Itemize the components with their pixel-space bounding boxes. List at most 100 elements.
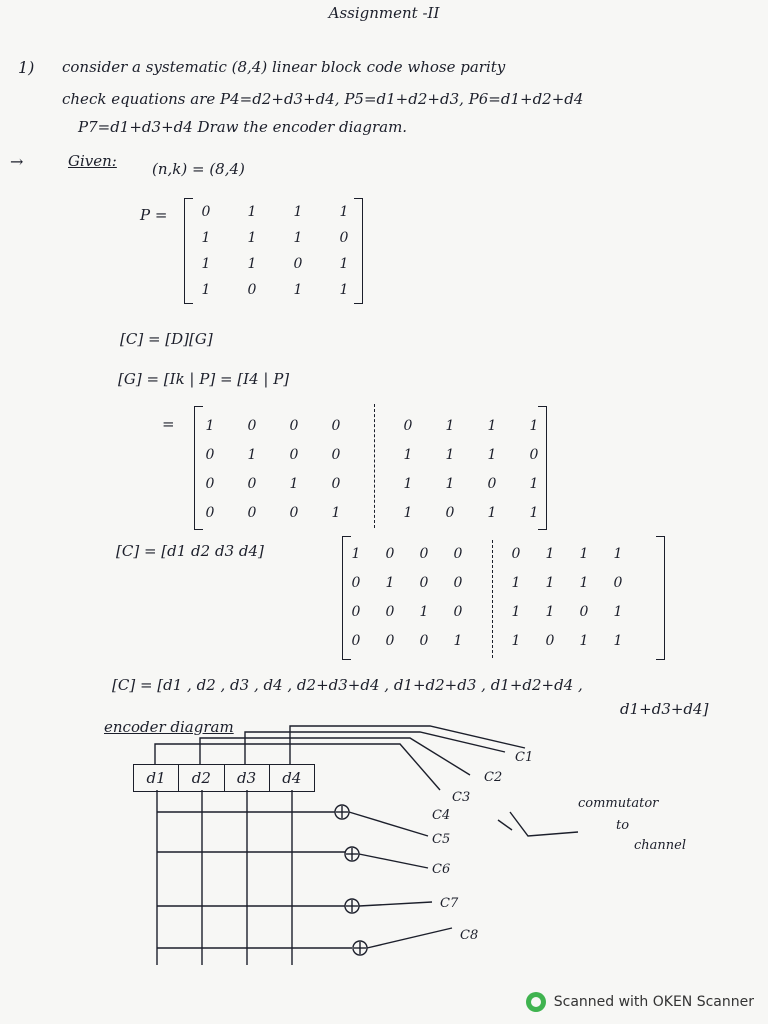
wire-c3 xyxy=(244,731,506,764)
c-cell: 0 xyxy=(579,604,589,620)
p-cell: 1 xyxy=(339,282,349,298)
g-cell: 0 xyxy=(205,476,215,492)
p-cell: 1 xyxy=(293,282,303,298)
c-cell: 1 xyxy=(511,575,521,591)
p-cell: 0 xyxy=(247,282,257,298)
p-cell: 0 xyxy=(293,256,303,272)
c-matrix-right-bracket xyxy=(656,536,665,660)
p-cell: 1 xyxy=(339,256,349,272)
register-cell-d2: d2 xyxy=(179,765,225,791)
c-cell: 1 xyxy=(511,633,521,649)
g-cell: 0 xyxy=(445,505,455,521)
given-nk: (n,k) = (8,4) xyxy=(152,160,245,178)
given-label: Given: xyxy=(68,152,117,170)
g-cell: 0 xyxy=(331,447,341,463)
p-cell: 1 xyxy=(201,282,211,298)
g-cell: 1 xyxy=(487,505,497,521)
c-cell: 1 xyxy=(511,604,521,620)
equation-generator: [G] = [Ik | P] = [I4 | P] xyxy=(118,370,290,388)
p-cell: 1 xyxy=(339,204,349,220)
question-line-3: P7=d1+d3+d4 Draw the encoder diagram. xyxy=(78,118,408,136)
g-cell: 0 xyxy=(205,447,215,463)
c-result-line-2: d1+d3+d4] xyxy=(620,700,709,718)
question-line-2: check equations are P4=d2+d3+d4, P5=d1+d… xyxy=(62,90,584,108)
question-number: 1) xyxy=(18,58,35,77)
p-matrix-left-bracket xyxy=(184,198,193,304)
commutator-label: commutator xyxy=(578,796,659,811)
p-cell: 1 xyxy=(247,230,257,246)
p-cell: 1 xyxy=(247,256,257,272)
c-matrix-left-bracket xyxy=(342,536,351,660)
register-cell-d4: d4 xyxy=(282,769,302,787)
c-cell: 0 xyxy=(453,575,463,591)
g-cell: 1 xyxy=(487,418,497,434)
output-c1: C1 xyxy=(515,750,534,765)
c-cell: 0 xyxy=(545,633,555,649)
c-cell: 1 xyxy=(579,546,589,562)
g-cell: 1 xyxy=(529,476,539,492)
c-cell: 1 xyxy=(385,575,395,591)
c-cell: 1 xyxy=(579,575,589,591)
g-cell: 0 xyxy=(403,418,413,434)
wire-c4 xyxy=(289,725,526,764)
scanner-watermark-text: Scanned with OKEN Scanner xyxy=(553,994,754,1010)
p-cell: 0 xyxy=(339,230,349,246)
g-cell: 0 xyxy=(247,476,257,492)
p-cell: 1 xyxy=(293,230,303,246)
c-cell: 0 xyxy=(419,575,429,591)
wire-c1 xyxy=(154,743,441,791)
c-equation-label: [C] = [d1 d2 d3 d4] xyxy=(116,542,264,560)
p-cell: 1 xyxy=(201,256,211,272)
g-cell: 1 xyxy=(529,418,539,434)
output-c8: C8 xyxy=(460,928,479,943)
g-matrix-right-bracket xyxy=(538,406,547,530)
g-cell: 0 xyxy=(487,476,497,492)
c-cell: 1 xyxy=(545,546,555,562)
output-c5: C5 xyxy=(432,832,451,847)
register-cell-d3: d3 xyxy=(225,765,270,791)
c-cell: 0 xyxy=(453,604,463,620)
shift-register: d1 d2 d3 d4 xyxy=(133,764,315,792)
register-cell-d1: d1 xyxy=(134,765,180,791)
g-cell: 1 xyxy=(331,505,341,521)
g-cell: 0 xyxy=(205,505,215,521)
g-cell: 1 xyxy=(403,476,413,492)
c-cell: 1 xyxy=(453,633,463,649)
channel-label: channel xyxy=(634,838,686,853)
c-matrix-partition xyxy=(492,540,493,658)
g-cell: 1 xyxy=(403,447,413,463)
g-cell: 0 xyxy=(331,476,341,492)
g-cell: 0 xyxy=(529,447,539,463)
c-cell: 1 xyxy=(545,575,555,591)
g-matrix-label: = xyxy=(162,415,175,433)
output-c4: C4 xyxy=(432,808,451,823)
p-matrix-right-bracket xyxy=(354,198,363,304)
output-c2: C2 xyxy=(484,770,503,785)
g-cell: 1 xyxy=(289,476,299,492)
c-cell: 1 xyxy=(419,604,429,620)
c-cell: 1 xyxy=(613,604,623,620)
c-cell: 1 xyxy=(545,604,555,620)
page-title: Assignment -II xyxy=(328,4,440,22)
c-cell: 0 xyxy=(511,546,521,562)
g-cell: 0 xyxy=(247,505,257,521)
c-cell: 0 xyxy=(351,633,361,649)
c-cell: 0 xyxy=(351,604,361,620)
encoder-heading: encoder diagram xyxy=(104,718,234,736)
c-cell: 1 xyxy=(351,546,361,562)
c-cell: 0 xyxy=(419,546,429,562)
c-cell: 1 xyxy=(579,633,589,649)
g-cell: 1 xyxy=(445,476,455,492)
g-cell: 1 xyxy=(445,418,455,434)
p-cell: 1 xyxy=(247,204,257,220)
g-cell: 1 xyxy=(529,505,539,521)
equation-c-dg: [C] = [D][G] xyxy=(120,330,213,348)
g-cell: 1 xyxy=(205,418,215,434)
g-cell: 0 xyxy=(289,447,299,463)
output-c6: C6 xyxy=(432,862,451,877)
g-cell: 0 xyxy=(331,418,341,434)
p-matrix-label: P = xyxy=(140,206,168,224)
c-cell: 0 xyxy=(385,546,395,562)
question-line-1: consider a systematic (8,4) linear block… xyxy=(62,58,506,76)
